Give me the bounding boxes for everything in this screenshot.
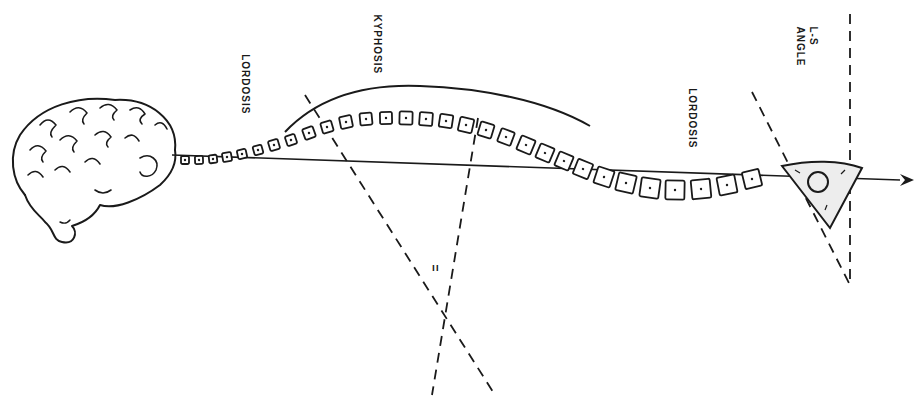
vertebra: [593, 166, 614, 187]
vertebra: [691, 179, 712, 200]
reference-arrowhead: [900, 174, 914, 186]
vertebra: [458, 117, 475, 134]
angle-line: [432, 118, 478, 395]
region-label: L-S ANGLE: [794, 26, 819, 66]
vertebra: [665, 180, 684, 199]
eye: [95, 190, 111, 193]
angle-mark: =: [426, 262, 441, 274]
vertebra: [419, 112, 433, 126]
region-label: LORDOSIS: [686, 88, 699, 148]
vertebra: [237, 149, 248, 160]
vertebra: [615, 172, 637, 194]
vertebra: [554, 151, 574, 171]
vertebra: [742, 169, 762, 189]
sacrum: [782, 162, 862, 228]
vertebra: [573, 159, 594, 180]
mouth: [60, 220, 70, 223]
vertebra: [285, 134, 298, 147]
vertebra: [477, 121, 494, 138]
vertebra: [497, 128, 515, 146]
region-label: LORDOSIS: [239, 54, 252, 114]
vertebra: [439, 114, 454, 129]
vertebra: [535, 143, 555, 163]
region-label: KYPHOSIS: [371, 14, 384, 74]
hair-curls: [28, 104, 167, 177]
angle-line: [305, 95, 495, 395]
ear: [140, 156, 157, 176]
vertebra: [380, 112, 392, 124]
vertebra: [252, 144, 263, 155]
vertebra: [195, 156, 203, 164]
vertebra: [302, 126, 316, 140]
vertebra: [209, 155, 218, 164]
vertebra: [639, 177, 660, 198]
head-outline: [13, 99, 175, 195]
vertebra: [516, 135, 536, 155]
vertebra: [320, 120, 334, 134]
vertebra: [181, 156, 189, 164]
vertebral-column: [181, 111, 762, 199]
vertebra: [716, 174, 737, 195]
vertebra: [359, 112, 372, 125]
vertebra: [268, 139, 280, 151]
vertebra: [222, 152, 232, 162]
vertebra: [399, 111, 412, 124]
vertebra: [339, 115, 353, 129]
ls-vertical-line: [849, 14, 851, 285]
